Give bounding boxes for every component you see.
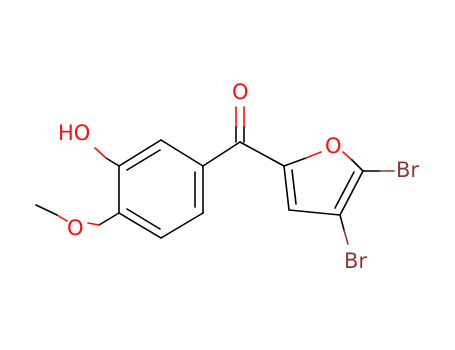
bond-o-ch3-o — [56, 214, 68, 222]
benzene-ring — [118, 139, 204, 239]
bond-c4-o-o — [87, 222, 100, 226]
bond-c4-c5-double — [126, 208, 161, 230]
bond-c3-oh-o — [94, 147, 107, 159]
bromine-substituents: Br Br — [339, 158, 419, 273]
bond-f4-br-c — [339, 214, 345, 231]
bond-c2-c3-double — [126, 149, 161, 171]
bond-o-ch3-c — [35, 204, 58, 216]
bromine-1-label: Br — [396, 158, 419, 182]
furan-ring: O — [283, 134, 364, 216]
bond-f2-o-c — [283, 157, 307, 167]
bond-c5-c6 — [160, 212, 204, 239]
bond-c4-o-c — [98, 212, 120, 226]
bond-carbonyl-furan — [239, 141, 285, 167]
bond-o-f5-c — [351, 159, 364, 172]
carbonyl-oxygen-label: O — [232, 80, 249, 104]
furan-oxygen-label: O — [325, 134, 342, 158]
bond-f3-f2-double — [291, 169, 297, 205]
bond-c4-c5 — [118, 212, 162, 239]
bond-f4-br-br — [343, 229, 349, 245]
bond-c1-c2 — [160, 139, 204, 167]
hydroxyl-group: HO — [58, 121, 120, 167]
methoxy-oxygen-label: O — [67, 216, 84, 240]
bond-f2-o-o — [305, 151, 322, 159]
bond-c1-carbonyl — [202, 141, 241, 167]
bond-o-f5-o — [342, 151, 353, 161]
bromine-2-label: Br — [344, 249, 367, 273]
bond-c3-oh-c — [105, 157, 120, 167]
carbonyl-group: O — [202, 80, 285, 167]
bond-f5-f4 — [339, 170, 364, 216]
bond-f5-f4-double — [334, 171, 355, 209]
hydroxyl-label: HO — [58, 121, 90, 145]
methoxy-group: O — [35, 204, 120, 240]
bond-c2-c3 — [118, 139, 162, 167]
bond-f4-f3 — [288, 209, 341, 216]
bond-f3-f2 — [283, 165, 290, 211]
